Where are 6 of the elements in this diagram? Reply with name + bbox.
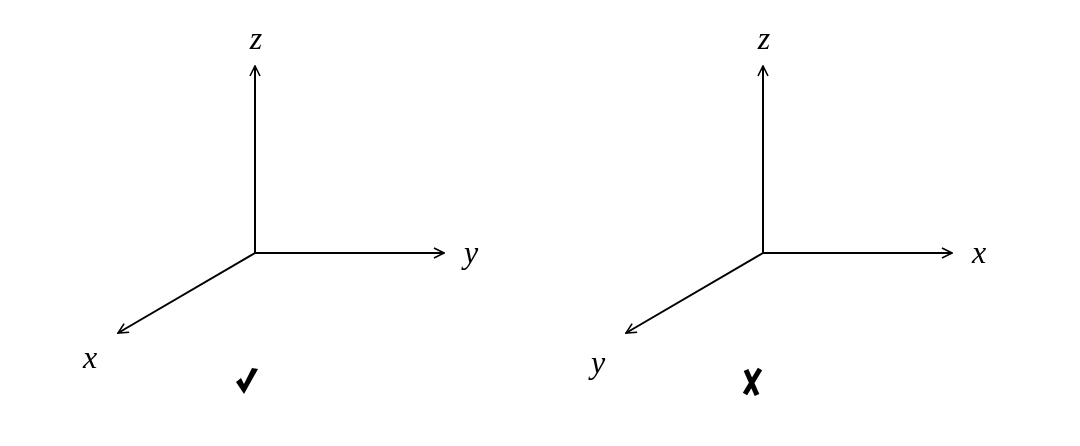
axis-label: x xyxy=(971,236,987,268)
axis-label: z xyxy=(249,22,263,54)
axis-label: y xyxy=(463,236,479,268)
axis-label: x xyxy=(82,341,98,373)
axis-label: y xyxy=(590,346,606,378)
axis-label: z xyxy=(757,22,771,54)
